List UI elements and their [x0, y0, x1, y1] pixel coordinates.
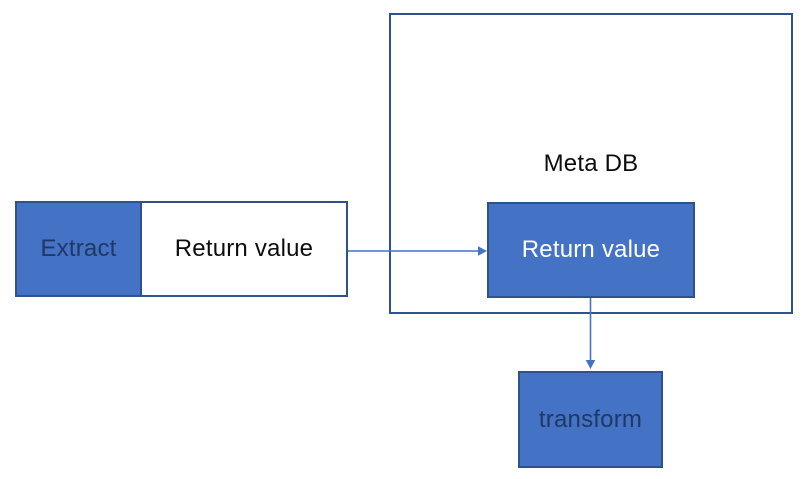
- transform-label: transform: [538, 405, 643, 433]
- extract-label: Extract: [40, 235, 117, 262]
- return-value-inner-label: Return value: [521, 236, 661, 263]
- return-value-inner-node: Return value: [487, 202, 695, 298]
- return-value-left-node: Return value: [142, 203, 346, 295]
- extract-return-group: Extract Return value: [15, 201, 348, 297]
- transform-node: transform: [518, 371, 663, 468]
- meta-db-label: Meta DB: [543, 149, 639, 177]
- return-value-left-label: Return value: [174, 235, 314, 262]
- extract-node: Extract: [17, 203, 142, 295]
